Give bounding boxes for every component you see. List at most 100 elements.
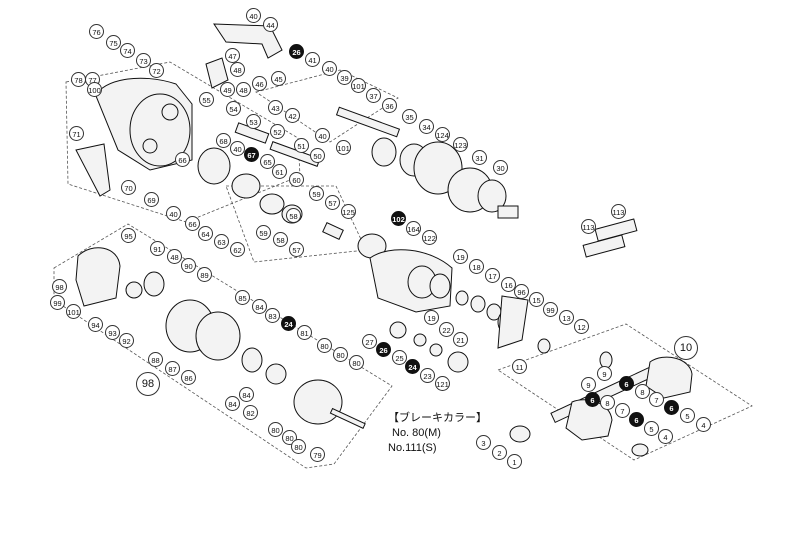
part-label: 3 <box>476 435 491 450</box>
part-label: 40 <box>315 128 330 143</box>
part-label: 125 <box>341 204 356 219</box>
part-label: 57 <box>325 195 340 210</box>
part-label: 47 <box>225 48 240 63</box>
part-label: 61 <box>272 164 287 179</box>
part-label: 37 <box>366 88 381 103</box>
part-label: 59 <box>309 186 324 201</box>
part-label: 79 <box>310 447 325 462</box>
part-label: 26 <box>289 44 304 59</box>
part-label: 40 <box>246 8 261 23</box>
part-label: 18 <box>469 259 484 274</box>
part-label: 65 <box>260 154 275 169</box>
part-label: 57 <box>289 242 304 257</box>
part-label: 102 <box>391 211 406 226</box>
part-label: 101 <box>336 140 351 155</box>
part-label: 94 <box>88 317 103 332</box>
part-label: 58 <box>286 208 301 223</box>
part-label: 6 <box>629 412 644 427</box>
part-label: 84 <box>225 396 240 411</box>
part-label: 113 <box>581 219 596 234</box>
brake-color-note: 【ブレーキカラー】 No. 80(M) No.111(S) <box>388 411 487 456</box>
part-label: 99 <box>543 302 558 317</box>
part-label: 58 <box>273 232 288 247</box>
part-label: 121 <box>435 376 450 391</box>
part-label: 83 <box>265 308 280 323</box>
part-label: 21 <box>453 332 468 347</box>
part-label: 48 <box>167 249 182 264</box>
part-label: 80 <box>333 347 348 362</box>
part-label: 4 <box>696 417 711 432</box>
part-label: 80 <box>291 439 306 454</box>
part-label: 98 <box>52 279 67 294</box>
part-label: 39 <box>337 70 352 85</box>
part-label: 7 <box>615 403 630 418</box>
part-label: 54 <box>226 101 241 116</box>
part-label: 15 <box>529 292 544 307</box>
part-label: 40 <box>166 206 181 221</box>
part-label: 67 <box>244 147 259 162</box>
part-label: 73 <box>136 53 151 68</box>
part-label: 80 <box>317 338 332 353</box>
part-label: 44 <box>263 17 278 32</box>
part-label: 17 <box>485 268 500 283</box>
part-label: 12 <box>574 319 589 334</box>
part-label: 64 <box>198 226 213 241</box>
part-label: 69 <box>144 192 159 207</box>
part-label: 35 <box>402 109 417 124</box>
part-label: 48 <box>230 62 245 77</box>
part-label: 24 <box>281 316 296 331</box>
part-label: 66 <box>185 216 200 231</box>
part-label: 70 <box>121 180 136 195</box>
part-label: 164 <box>406 221 421 236</box>
part-label: 46 <box>252 76 267 91</box>
part-label: 34 <box>419 119 434 134</box>
part-label: 72 <box>149 63 164 78</box>
part-label: 19 <box>424 310 439 325</box>
part-label: 40 <box>322 61 337 76</box>
part-label: 91 <box>150 241 165 256</box>
part-label: 23 <box>420 368 435 383</box>
assembly-callout: 98 <box>136 372 160 396</box>
part-label: 41 <box>305 52 320 67</box>
part-label: 100 <box>87 82 102 97</box>
part-label: 88 <box>148 352 163 367</box>
part-label: 6 <box>619 376 634 391</box>
part-label: 78 <box>71 72 86 87</box>
assembly-callout: 10 <box>674 336 698 360</box>
part-label: 5 <box>644 421 659 436</box>
part-label: 48 <box>236 82 251 97</box>
part-label: 7 <box>649 392 664 407</box>
part-label: 113 <box>611 204 626 219</box>
part-label: 24 <box>405 359 420 374</box>
part-label: 84 <box>252 299 267 314</box>
part-label: 81 <box>297 325 312 340</box>
part-label: 6 <box>664 400 679 415</box>
part-label: 68 <box>216 133 231 148</box>
part-label: 124 <box>435 127 450 142</box>
part-label: 59 <box>256 225 271 240</box>
part-label: 2 <box>492 445 507 460</box>
part-label: 71 <box>69 126 84 141</box>
part-label: 80 <box>268 422 283 437</box>
part-label: 8 <box>600 395 615 410</box>
part-label: 26 <box>376 342 391 357</box>
part-label: 55 <box>199 92 214 107</box>
part-label: 52 <box>270 124 285 139</box>
part-label: 53 <box>246 114 261 129</box>
part-label: 8 <box>635 384 650 399</box>
part-label: 19 <box>453 249 468 264</box>
part-label: 49 <box>220 82 235 97</box>
part-label: 40 <box>230 141 245 156</box>
part-label: 84 <box>239 387 254 402</box>
part-label: 43 <box>268 100 283 115</box>
part-label: 80 <box>349 355 364 370</box>
part-label: 16 <box>501 277 516 292</box>
part-label: 76 <box>89 24 104 39</box>
part-label: 6 <box>585 392 600 407</box>
part-label: 4 <box>658 429 673 444</box>
part-label: 86 <box>181 370 196 385</box>
part-label: 27 <box>362 334 377 349</box>
part-label: 87 <box>165 361 180 376</box>
part-label: 63 <box>214 234 229 249</box>
